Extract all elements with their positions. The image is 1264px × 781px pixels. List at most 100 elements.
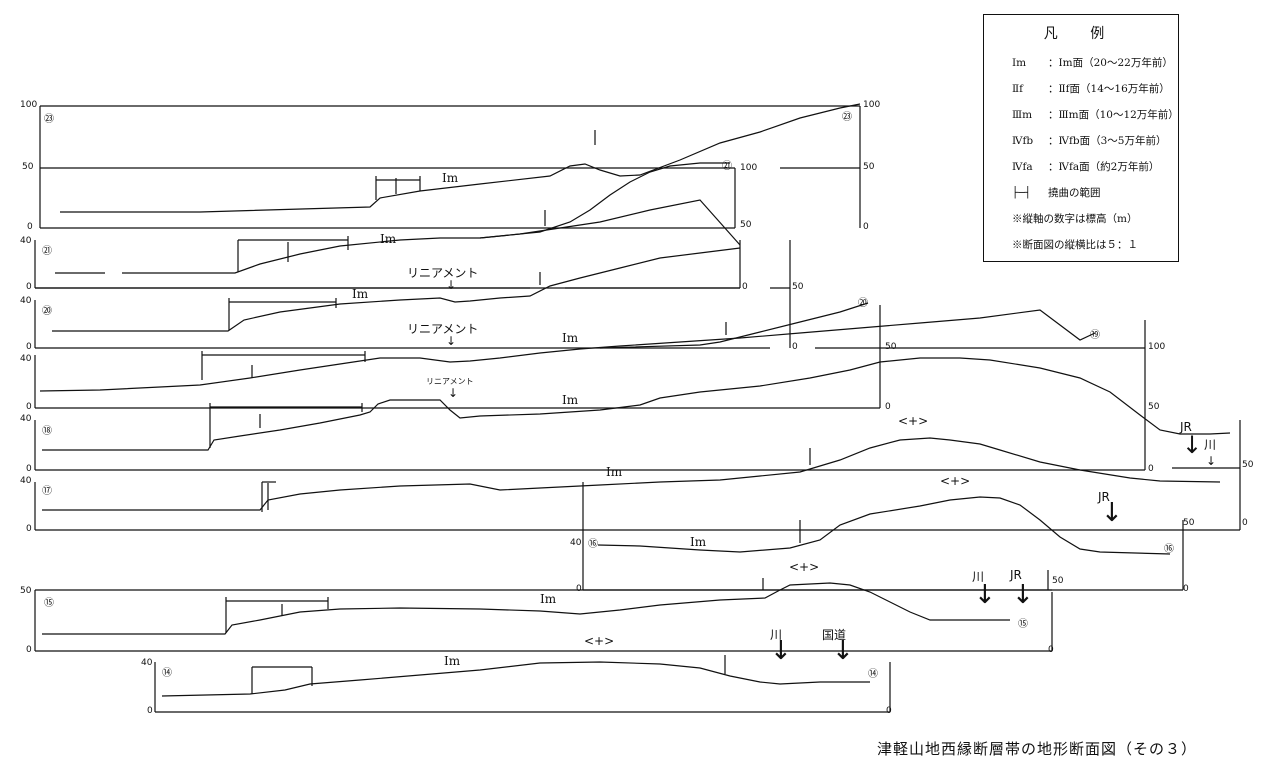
y-tick-label: 50 <box>863 162 875 172</box>
legend-item: Ⅳfb ：Ⅳfb面（3～5万年前） <box>1012 133 1166 148</box>
profile-3-frame <box>34 287 881 408</box>
river-label: 川 <box>770 628 783 642</box>
legend-symbol: ├─┤ <box>1012 187 1031 199</box>
profile-5-surface <box>42 357 1231 451</box>
profile-8-flexure <box>225 597 329 633</box>
surface-unit-label: Ⅰm <box>562 331 579 345</box>
surface-unit-label: Ⅰm <box>444 654 461 668</box>
section-number: ⑳ <box>858 298 868 309</box>
anticline-label: <+> <box>940 474 971 488</box>
section-number: ⑳ <box>42 306 52 317</box>
profile-6-surface <box>42 437 1221 511</box>
y-tick-label: 100 <box>740 163 758 173</box>
section-number: ⑯ <box>588 539 598 550</box>
anticline-label: <+> <box>789 560 820 574</box>
y-tick-label: 0 <box>863 222 869 232</box>
river-label: 川 <box>972 570 985 584</box>
down-arrow-icon: ↓ <box>832 636 854 666</box>
profile-2-surface <box>55 199 741 274</box>
y-tick-label: 0 <box>27 222 33 232</box>
down-arrow-icon: ↓ <box>770 636 792 666</box>
profile-9-surface <box>161 661 870 697</box>
national-road-label: 国道 <box>822 628 847 642</box>
y-tick-label: 0 <box>26 282 32 292</box>
down-arrow-icon: ↓ <box>1206 454 1217 468</box>
y-tick-label: 50 <box>22 162 34 172</box>
legend-item: Ⅲm：Ⅲm面（10～12万年前） <box>1012 107 1179 122</box>
section-number: ㉑ <box>722 161 732 172</box>
legend-text: ：Ⅳfa面（約2万年前） <box>1048 161 1160 173</box>
y-tick-label: 50 <box>1183 518 1195 528</box>
profile-2-flexure <box>237 236 541 285</box>
figure-caption: 津軽山地西縁断層帯の地形断面図（その３） <box>877 740 1198 758</box>
profile-5-frame <box>34 420 1241 530</box>
y-tick-label: 0 <box>1048 645 1054 655</box>
section-number: ⑮ <box>44 598 54 609</box>
section-number: ⑲ <box>1090 330 1100 341</box>
lineament-label: リニアメント <box>407 266 479 280</box>
y-tick-label: 100 <box>20 100 38 110</box>
legend-text: ：Ⅳfb面（3～5万年前） <box>1048 135 1167 147</box>
y-tick-label: 40 <box>570 538 582 548</box>
profile-3-flexure <box>228 298 727 335</box>
profile-1-frame <box>39 105 861 229</box>
section-number: ㉑ <box>42 246 52 257</box>
y-tick-label: 50 <box>1148 402 1160 412</box>
y-tick-label: 0 <box>26 464 32 474</box>
legend-symbol: Ⅳfb <box>1012 135 1034 147</box>
lineament-label: リニアメント <box>426 377 474 386</box>
down-arrow-icon: ↓ <box>1182 431 1203 459</box>
surface-unit-label: Ⅰm <box>606 465 623 479</box>
y-tick-label: 0 <box>1148 464 1154 474</box>
section-number: ⑮ <box>1018 619 1028 630</box>
surface-unit-label: Ⅰm <box>380 232 397 246</box>
surface-unit-label: Ⅰm <box>540 592 557 606</box>
lineament-label: リニアメント <box>407 322 479 336</box>
legend-symbol: Ⅳfa <box>1012 161 1033 173</box>
y-tick-label: 0 <box>26 402 32 412</box>
jr-label: JR <box>1010 568 1022 582</box>
legend-title: 凡 例 <box>1043 26 1119 42</box>
profile-1-surface <box>60 103 861 213</box>
legend-text: ：Ⅰm面（20～22万年前） <box>1048 57 1173 69</box>
legend-symbol: Ⅰm <box>1012 57 1027 69</box>
legend-symbol: Ⅲm <box>1012 109 1033 121</box>
profile-4-surface <box>39 309 1096 392</box>
jr-label: JR <box>1180 420 1192 434</box>
y-tick-label: 0 <box>147 706 153 716</box>
anticline-label: <+> <box>898 414 929 428</box>
y-tick-label: 0 <box>742 282 748 292</box>
down-arrow-icon: ↓ <box>446 278 457 292</box>
profile-9-flexure <box>251 666 313 694</box>
y-tick-label: 100 <box>863 100 881 110</box>
section-number: ㉓ <box>44 114 54 125</box>
y-tick-label: 0 <box>1183 584 1189 594</box>
profile-7-surface <box>597 496 1171 555</box>
y-tick-label: 40 <box>20 236 32 246</box>
y-tick-label: 0 <box>26 524 32 534</box>
y-tick-label: 50 <box>20 586 32 596</box>
y-tick-label: 100 <box>1148 342 1166 352</box>
profile-4-flexure <box>201 351 366 380</box>
profile-4-frame <box>34 320 1146 470</box>
legend-symbol: Ⅱf <box>1012 83 1024 95</box>
profile-3b-surface <box>599 302 869 349</box>
y-tick-label: 0 <box>576 584 582 594</box>
y-tick-label: 40 <box>20 414 32 424</box>
y-tick-label: 0 <box>26 342 32 352</box>
surface-unit-label: Ⅰm <box>352 287 369 301</box>
profile-9-frame <box>154 655 891 713</box>
section-number: ⑭ <box>868 669 878 680</box>
y-tick-label: 40 <box>20 296 32 306</box>
jr-label: JR <box>1098 490 1110 504</box>
y-tick-label: 0 <box>1242 518 1248 528</box>
y-tick-label: 0 <box>792 342 798 352</box>
section-number: ⑱ <box>42 426 52 437</box>
surface-unit-label: Ⅰm <box>690 535 707 549</box>
section-number: ㉓ <box>842 112 852 123</box>
legend: 凡 例 Ⅰm：Ⅰm面（20～22万年前） Ⅱf：Ⅱf面（14～16万年前） Ⅲm… <box>983 14 1179 262</box>
legend-text: 撓曲の範囲 <box>1048 187 1101 199</box>
legend-item: ※断面図の縦横比は５：１ <box>1012 237 1138 252</box>
y-tick-label: 50 <box>1052 576 1064 586</box>
